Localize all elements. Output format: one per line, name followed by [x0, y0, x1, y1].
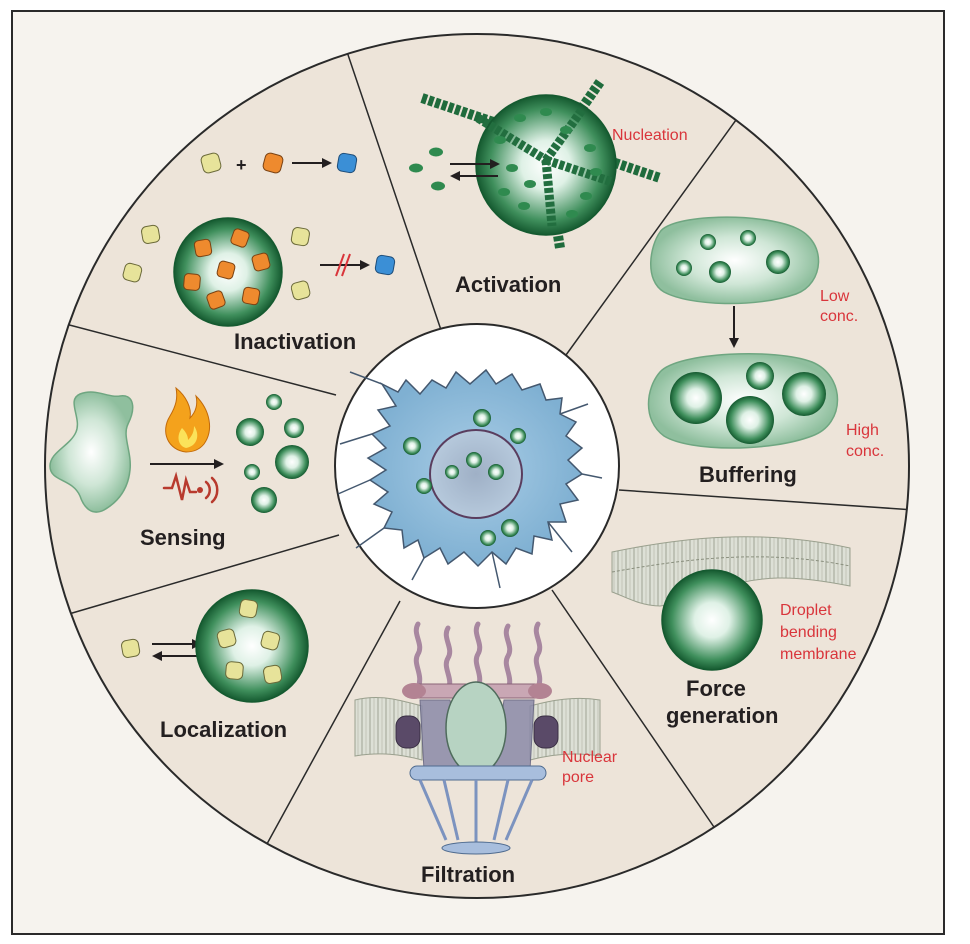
- low-conc-droplets: [676, 230, 790, 283]
- fg-nup-filaments: [413, 621, 543, 693]
- flame-icon: [165, 386, 211, 453]
- membrane-midline: [611, 556, 851, 573]
- filtration-panel: Nuclear pore Filtration: [354, 621, 618, 887]
- inactivation-panel: + Inactivation: [122, 152, 396, 354]
- client-yellow-free: [121, 638, 141, 658]
- central-transporter: [445, 681, 507, 775]
- nuclear-ring: [409, 765, 547, 781]
- high-conc-annotation-2: conc.: [846, 443, 884, 460]
- client-yellow: [200, 152, 222, 174]
- nucleus: [429, 429, 523, 519]
- plus-sign: +: [236, 155, 247, 175]
- nucleation-annotation: Nucleation: [612, 127, 688, 144]
- high-conc-annotation-1: High: [846, 422, 879, 439]
- ring-node-left: [402, 683, 426, 699]
- center-cell-panel: [334, 323, 620, 609]
- droplet-annotation-1: Droplet: [780, 602, 832, 619]
- localized-yellow-clients: [216, 599, 283, 684]
- sensing-panel: Sensing: [49, 386, 309, 550]
- block-strike: [335, 253, 351, 277]
- filopodia: [337, 371, 603, 589]
- low-conc-annotation-1: Low: [820, 288, 850, 305]
- product-blue: [336, 152, 358, 174]
- low-conc-compartment: [650, 216, 820, 305]
- inactivation-label: Inactivation: [234, 329, 356, 354]
- low-conc-annotation-2: conc.: [820, 308, 858, 325]
- nuclear-pore-annotation-1: Nuclear: [562, 749, 618, 766]
- membrane-bilayer: [611, 536, 851, 607]
- filtration-label: Filtration: [421, 862, 515, 887]
- cell-condensates: [403, 409, 526, 546]
- ring-node-right: [528, 683, 552, 699]
- activation-monomers: [409, 108, 602, 218]
- localization-label: Localization: [160, 717, 287, 742]
- sector-dividers: [57, 39, 909, 854]
- client-orange: [262, 152, 284, 174]
- nuclear-envelope: [354, 697, 601, 761]
- droplet-annotation-2: bending: [780, 624, 837, 641]
- buffering-label: Buffering: [699, 462, 797, 487]
- force-label-2: generation: [666, 703, 778, 728]
- sensing-droplets: [236, 394, 309, 513]
- sequestered-orange-clients: [183, 228, 271, 310]
- activation-panel: Nucleation Activation: [409, 79, 688, 297]
- sensing-label: Sensing: [140, 525, 226, 550]
- buffering-panel: Low conc. High conc. Buffering: [647, 216, 884, 487]
- basket-ring: [441, 841, 511, 855]
- sensing-precursor-blob: [49, 391, 134, 513]
- product-blue-blocked: [374, 254, 396, 276]
- nuclear-pore-annotation-2: pore: [562, 769, 594, 786]
- droplet-annotation-3: membrane: [780, 646, 857, 663]
- force-generation-panel: Droplet bending membrane Force generatio…: [611, 536, 857, 728]
- force-label-1: Force: [686, 676, 746, 701]
- localization-panel: Localization: [121, 589, 309, 742]
- actin-filaments-over: [475, 107, 614, 227]
- force-droplet: [661, 569, 763, 671]
- free-yellow-clients: [122, 224, 311, 301]
- vibration-signal-icon: [162, 471, 219, 504]
- high-conc-droplets: [670, 362, 826, 444]
- activation-label: Activation: [455, 272, 561, 297]
